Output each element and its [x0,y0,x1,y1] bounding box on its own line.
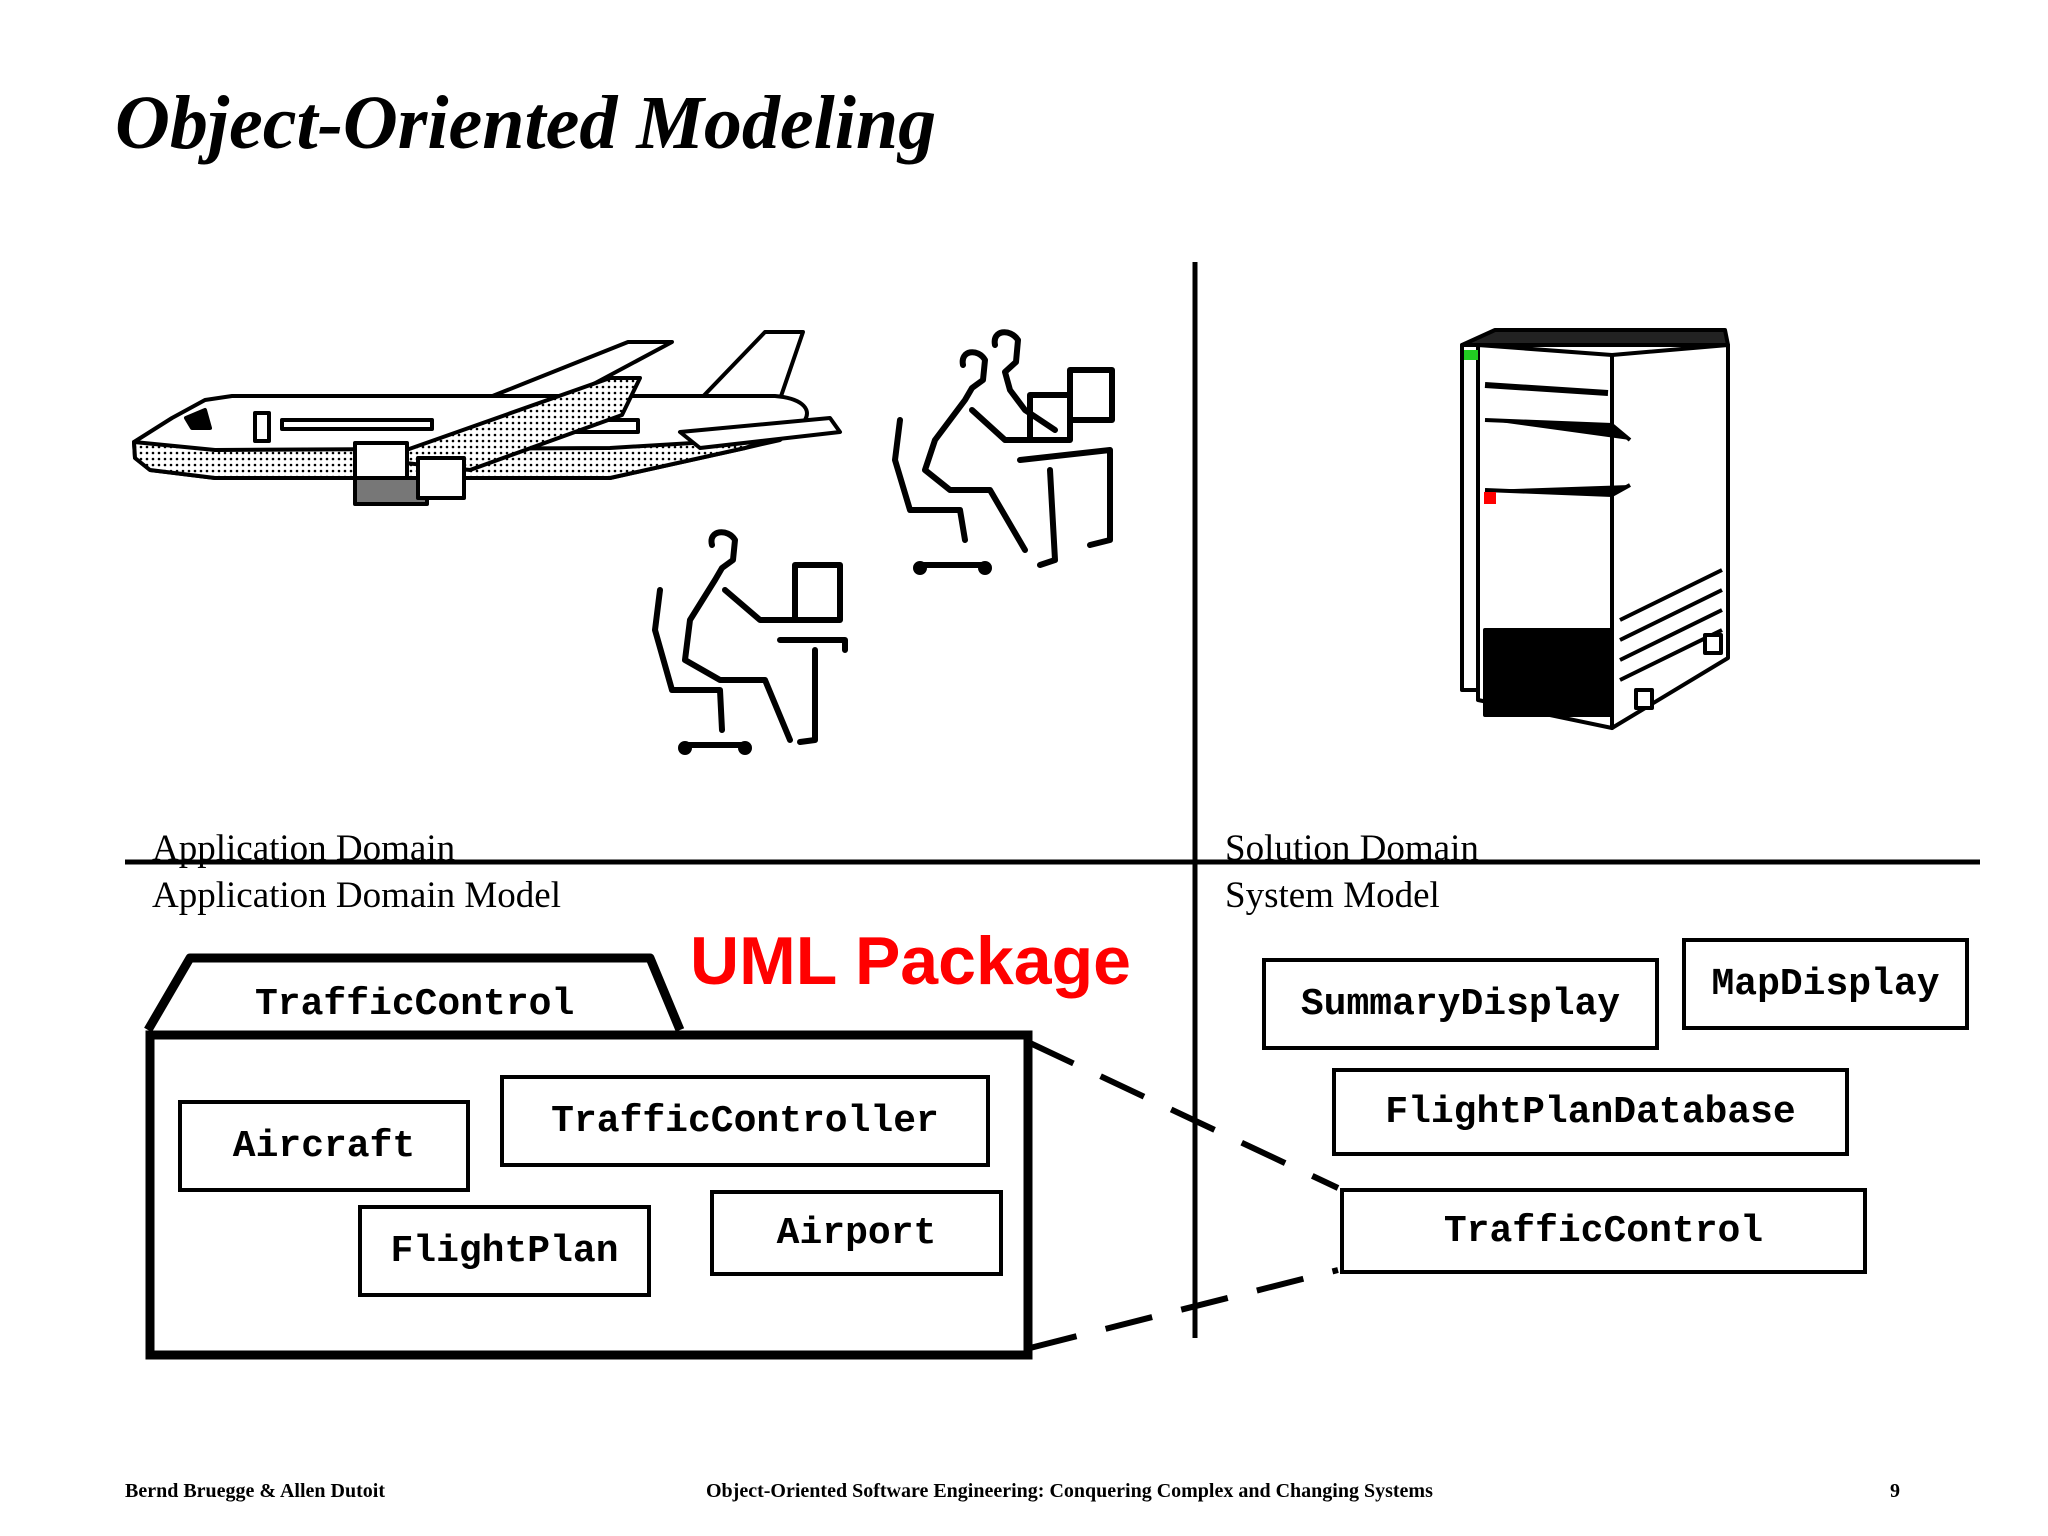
uml-package-label: UML Package [690,923,1131,999]
class-flight-plan: FlightPlan [358,1205,651,1297]
class-map-display: MapDisplay [1682,938,1969,1030]
controller-workstation-icon [652,529,848,755]
package-tab-shape [144,953,685,1033]
footer-authors: Bernd Bruegge & Allen Dutoit [125,1480,385,1502]
mapping-line-bottom [1029,1267,1339,1351]
system-model-label: System Model [1225,875,1440,916]
application-domain-model-label: Application Domain Model [152,875,561,916]
package-body-shape [145,1030,1033,1360]
footer-page-number: 9 [1890,1480,1900,1502]
slide-title: Object-Oriented Modeling [115,81,937,165]
server-tower-icon [1460,328,1730,730]
class-traffic-control: TrafficControl [1340,1188,1867,1274]
class-flight-plan-database: FlightPlanDatabase [1332,1068,1849,1156]
package-name: TrafficControl [255,983,575,1026]
class-aircraft: Aircraft [178,1100,470,1192]
application-domain-label: Application Domain [152,828,456,869]
airplane-icon [132,330,842,506]
class-traffic-controller: TrafficController [500,1075,990,1167]
solution-domain-label: Solution Domain [1225,828,1479,869]
mapping-line-top [1028,1040,1340,1191]
footer-book-title: Object-Oriented Software Engineering: Co… [706,1480,1433,1502]
air-traffic-controllers-icon [892,329,1115,575]
class-summary-display: SummaryDisplay [1262,958,1659,1050]
class-airport: Airport [710,1190,1003,1276]
